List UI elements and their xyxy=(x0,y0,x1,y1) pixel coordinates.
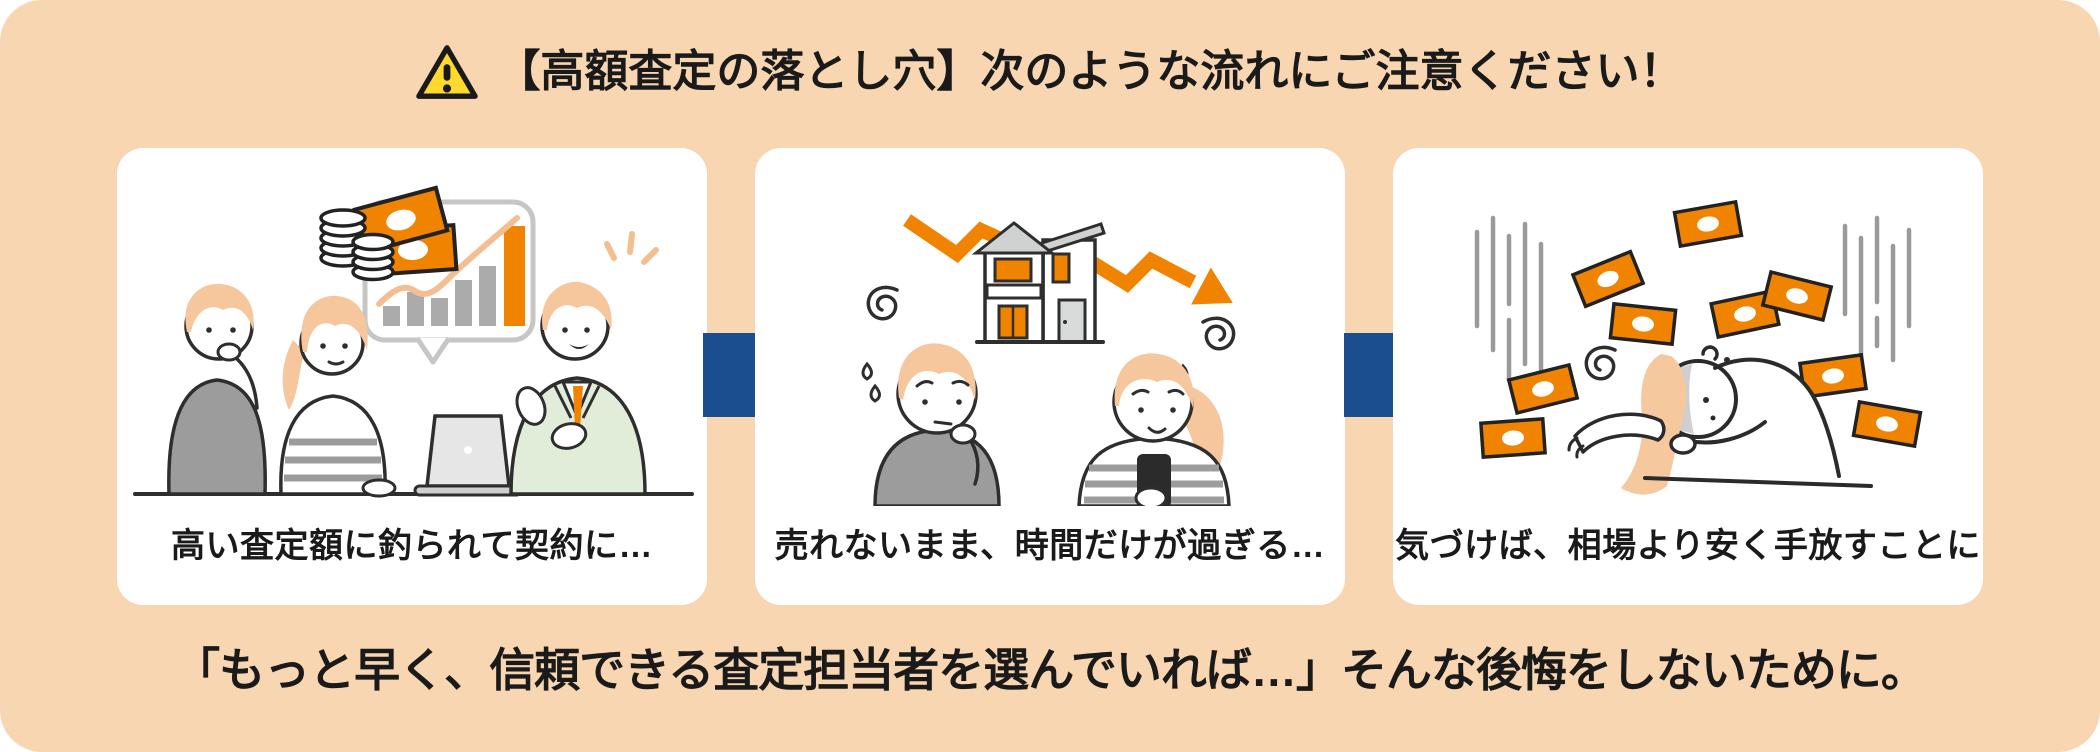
step-card-3: 気づけば、相場より安く手放すことに xyxy=(1393,148,1983,605)
step-card-1: 高い査定額に釣られて契約に… xyxy=(117,148,707,605)
header: 【高額査定の落とし穴】次のような流れにご注意ください！ xyxy=(0,40,2100,104)
laptop-icon xyxy=(413,414,523,497)
house-price-drop-illustration xyxy=(861,214,1236,506)
step-caption: 売れないまま、時間だけが過ぎる… xyxy=(774,527,1326,565)
agent-man xyxy=(509,231,659,496)
client-man xyxy=(167,283,267,496)
money-icon xyxy=(319,185,459,282)
step-caption: 気づけば、相場より安く手放すことに xyxy=(1395,527,1981,565)
desk-line xyxy=(1643,476,1873,488)
slumped-person xyxy=(1567,345,1873,495)
confusion-scribble-icon xyxy=(1584,345,1617,381)
step-caption: 高い査定額に釣られて契約に… xyxy=(171,527,653,565)
client-woman xyxy=(279,295,397,498)
gloom-lines-icon xyxy=(1474,215,1912,393)
worried-man xyxy=(873,343,1001,506)
footer-message: 「もっと早く、信頼できる査定担当者を選んでいれば…」そんな後悔をしないために。 xyxy=(174,644,1927,696)
step-card-2: 売れないまま、時間だけが過ぎる… xyxy=(755,148,1345,605)
confusion-scribble-icon xyxy=(866,285,1236,351)
warning-triangle-icon xyxy=(416,45,479,99)
agent-presenting-chart-illustration xyxy=(133,185,694,498)
sparkle-icon xyxy=(604,231,659,265)
house-icon xyxy=(971,221,1106,344)
worried-woman-with-phone xyxy=(1077,353,1231,506)
despair-money-flying-illustration xyxy=(1474,200,1923,495)
page-title: 【高額査定の落とし穴】次のような流れにご注意ください！ xyxy=(496,47,1684,96)
